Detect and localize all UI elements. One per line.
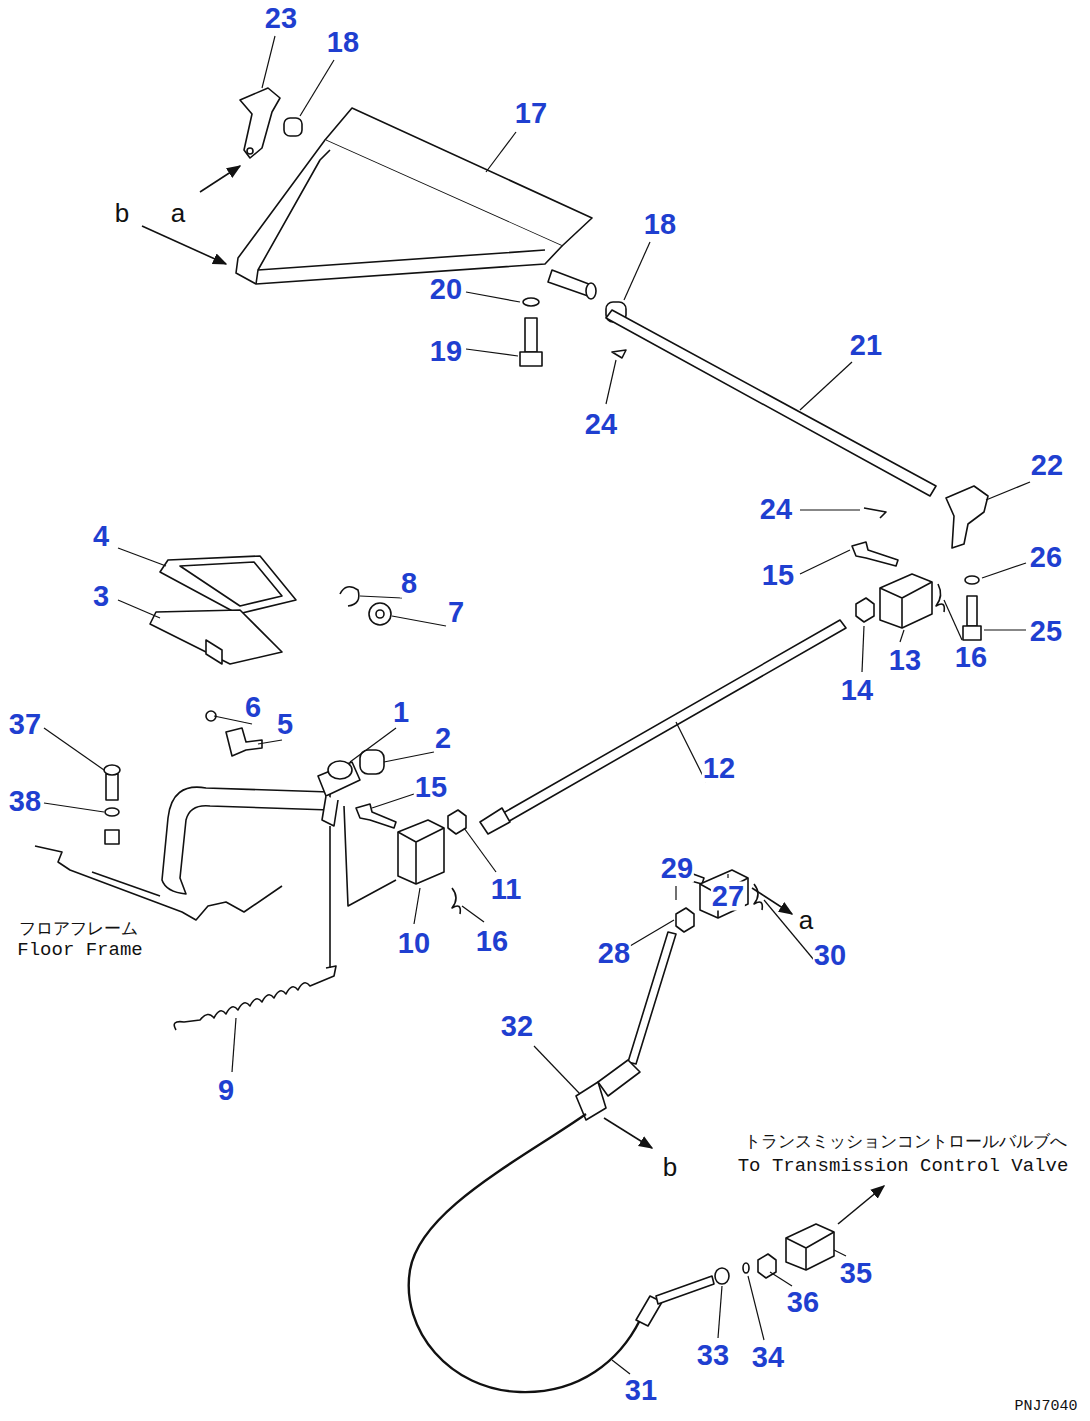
callout-number: 10 bbox=[397, 929, 431, 958]
callout-number: 21 bbox=[849, 331, 883, 360]
caption-text: Floor Frame bbox=[16, 941, 143, 960]
callout-number: 25 bbox=[1029, 617, 1063, 646]
callout-number: 27 bbox=[711, 882, 745, 911]
callout-number: 15 bbox=[414, 773, 448, 802]
callout-number: 18 bbox=[326, 28, 360, 57]
callout-number: 38 bbox=[8, 787, 42, 816]
caption-text: フロアフレーム bbox=[18, 920, 139, 937]
callout-number: 28 bbox=[597, 939, 631, 968]
callout-number: 13 bbox=[888, 646, 922, 675]
caption-text: To Transmission Control Valve bbox=[737, 1157, 1070, 1176]
callout-number: 18 bbox=[643, 210, 677, 239]
callout-number: 16 bbox=[475, 927, 509, 956]
callout-number: 6 bbox=[244, 693, 262, 722]
callout-number: 35 bbox=[839, 1259, 873, 1288]
callout-number: 14 bbox=[840, 676, 874, 705]
callout-number: 5 bbox=[276, 710, 294, 739]
callout-number: 19 bbox=[429, 337, 463, 366]
callout-number: 3 bbox=[92, 582, 110, 611]
callout-number: 26 bbox=[1029, 543, 1063, 572]
callout-number: 24 bbox=[759, 495, 793, 524]
view-arrow-letter: b bbox=[662, 1154, 678, 1180]
drawing-code: PNJ7040 bbox=[1013, 1399, 1078, 1414]
callout-number: 31 bbox=[624, 1376, 658, 1405]
callout-number: 7 bbox=[447, 598, 465, 627]
callout-number: 30 bbox=[813, 941, 847, 970]
callout-number: 36 bbox=[786, 1288, 820, 1317]
view-arrow-letter: a bbox=[170, 200, 186, 226]
view-arrow-letter: a bbox=[798, 907, 814, 933]
callout-number: 11 bbox=[490, 875, 523, 904]
callout-number: 23 bbox=[264, 4, 298, 33]
callout-number: 16 bbox=[954, 643, 988, 672]
callout-number: 32 bbox=[500, 1012, 534, 1041]
callout-number: 24 bbox=[584, 410, 618, 439]
callout-number: 4 bbox=[92, 522, 110, 551]
callout-number: 20 bbox=[429, 275, 463, 304]
caption-text: トランスミッションコントロールバルブへ bbox=[743, 1133, 1068, 1150]
callout-number: 37 bbox=[8, 710, 42, 739]
callout-number: 17 bbox=[514, 99, 548, 128]
callout-number: 15 bbox=[761, 561, 795, 590]
callout-number: 9 bbox=[217, 1076, 235, 1105]
callout-number: 12 bbox=[702, 754, 736, 783]
view-arrow-letter: b bbox=[114, 200, 130, 226]
callout-number: 33 bbox=[696, 1341, 730, 1370]
callout-number: 34 bbox=[751, 1343, 785, 1372]
callout-number: 29 bbox=[660, 854, 694, 883]
callout-number: 1 bbox=[392, 698, 410, 727]
callout-number: 2 bbox=[434, 724, 452, 753]
callout-number: 8 bbox=[400, 569, 418, 598]
callout-number: 22 bbox=[1030, 451, 1064, 480]
